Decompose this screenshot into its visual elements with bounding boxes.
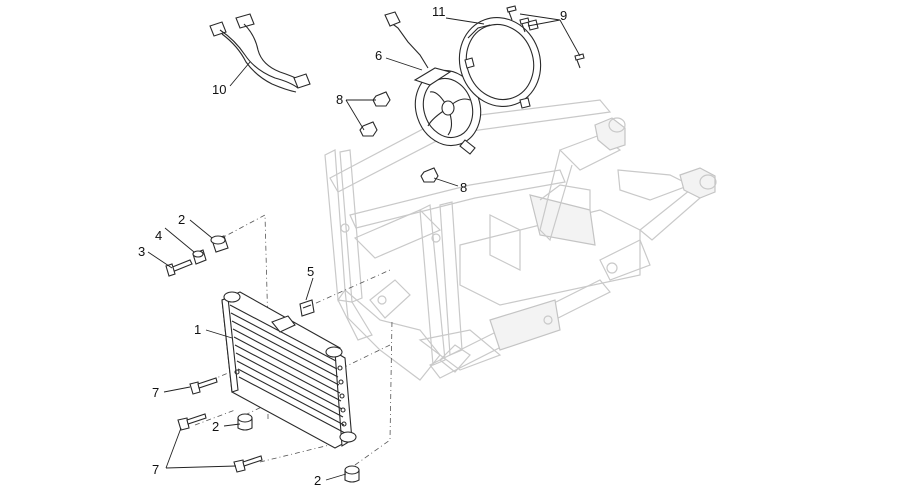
grommet-middle: [237, 413, 253, 431]
clip-nut: [299, 299, 315, 317]
callout-4: 4: [155, 228, 162, 243]
callout-10: 10: [212, 82, 226, 97]
screw-upper: [506, 5, 517, 21]
wiring-harness: [209, 13, 311, 93]
radiator-side-holes: [234, 365, 347, 427]
screw-middle: [519, 17, 530, 33]
callout-7-lower: 7: [152, 462, 159, 477]
radiator-fins: [229, 304, 346, 434]
grommet-upper: [210, 235, 229, 253]
nut-upper: [372, 91, 391, 107]
cooling-fan: [413, 67, 482, 155]
callout-11: 11: [432, 4, 446, 19]
callout-labels: 1 2 2 2 3 4 5 6 7 7 8 8 9 10 11: [138, 4, 567, 488]
bolt: [165, 259, 193, 277]
callout-8-upper: 8: [336, 92, 343, 107]
callout-3: 3: [138, 244, 145, 259]
callout-6: 6: [375, 48, 382, 63]
frame-ghost: [324, 99, 717, 381]
mounting-pin-lower-right: [233, 455, 263, 473]
callout-2-upper: 2: [178, 212, 185, 227]
fan-shroud: [458, 17, 542, 109]
leader-lines: [147, 13, 581, 481]
oil-cooler-radiator: [221, 291, 357, 449]
callout-1: 1: [194, 322, 201, 337]
mounting-pin-upper: [189, 377, 218, 395]
nut-lower: [359, 121, 378, 137]
callout-2-middle: 2: [212, 419, 219, 434]
callout-8-lower: 8: [460, 180, 467, 195]
radiator-fittings: [223, 291, 357, 443]
fan-wire: [384, 11, 429, 69]
nut-frame: [420, 167, 439, 183]
grommet-lower: [344, 465, 360, 483]
callout-9: 9: [560, 8, 567, 23]
callout-5: 5: [307, 264, 314, 279]
callout-7-upper: 7: [152, 385, 159, 400]
mounting-pin-lower-left: [177, 413, 207, 431]
screw-lower: [574, 53, 585, 69]
spacer-washer: [192, 249, 207, 265]
callout-2-lower: 2: [314, 473, 321, 488]
